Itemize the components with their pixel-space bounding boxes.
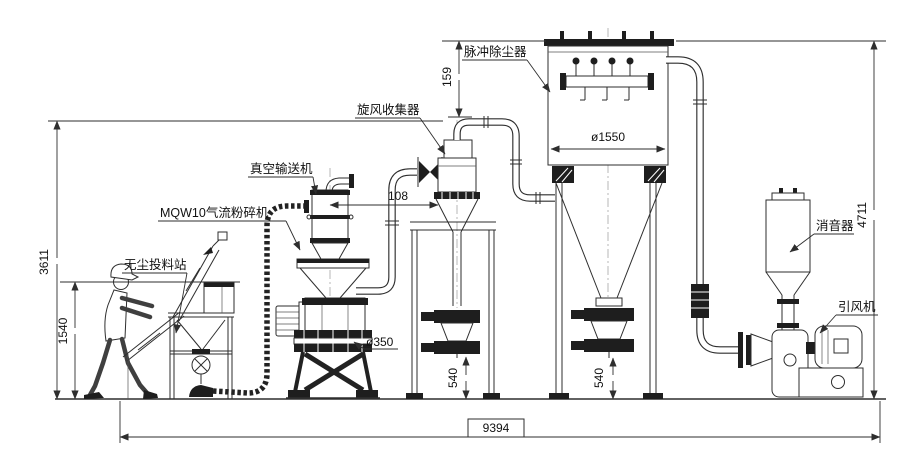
dim-4711: 4711 <box>855 40 878 400</box>
suction-hose <box>212 200 309 396</box>
svg-text:108: 108 <box>388 189 408 203</box>
svg-text:540: 540 <box>446 368 460 388</box>
label-cyclone: 旋风收集器 <box>355 102 446 155</box>
dim-540-cyclone: 540 <box>446 356 470 400</box>
label-cyclone-text: 旋风收集器 <box>357 102 420 117</box>
dim-159: 159 <box>440 40 463 118</box>
mill-to-cyclone-pipe <box>356 157 443 295</box>
cyclone-to-collector-pipe <box>453 116 555 204</box>
dim-1540: 1540 <box>56 281 79 400</box>
feeding-station-drawing <box>122 231 235 399</box>
dim-540-collector: 540 <box>592 357 617 400</box>
label-dust-collector-text: 脉冲除尘器 <box>464 44 527 59</box>
dim-108: 108 <box>329 189 439 209</box>
label-dust-collector: 脉冲除尘器 <box>462 44 551 93</box>
butterfly-valve <box>419 161 430 183</box>
svg-text:159: 159 <box>440 67 454 87</box>
label-vacuum-conveyor: 真空输送机 <box>248 161 319 195</box>
label-feeding-station: 无尘投料站 <box>122 257 188 334</box>
svg-text:4711: 4711 <box>855 202 869 228</box>
worker-cap <box>110 263 140 281</box>
labels: 无尘投料站 MQW10气流粉碎机 真空输送机 旋风收集器 脉冲除尘器 消音器 <box>122 44 878 334</box>
label-jet-mill-text: MQW10气流粉碎机 <box>160 205 269 220</box>
jet-mill-drawing <box>275 258 380 399</box>
svg-text:9394: 9394 <box>483 421 510 435</box>
worker-shoe <box>84 392 104 399</box>
label-muffler-text: 消音器 <box>816 218 854 233</box>
label-jet-mill: MQW10气流粉碎机 <box>158 205 301 251</box>
dimensions: 159 3611 1540 108 ø350 ø1 <box>37 40 886 443</box>
dim-d1550: ø1550 <box>550 130 666 153</box>
svg-text:ø350: ø350 <box>366 335 394 349</box>
dim-d350: ø350 <box>353 335 398 350</box>
collector-to-fan-pipe <box>666 56 740 354</box>
svg-text:1540: 1540 <box>56 317 70 344</box>
svg-text:ø1550: ø1550 <box>591 130 625 144</box>
label-feeding-station-text: 无尘投料站 <box>124 257 187 272</box>
vacuum-conveyor-drawing <box>306 174 354 260</box>
dim-3611: 3611 <box>37 120 61 400</box>
flex-coupling <box>691 284 709 318</box>
dust-collector-drawing <box>544 31 674 399</box>
cyclone-drawing <box>406 139 500 399</box>
worker-figure <box>84 263 158 399</box>
discharge-elbow <box>189 385 213 397</box>
fan-drawing <box>738 325 864 398</box>
worker-shoe <box>143 390 158 399</box>
fan-base <box>798 367 864 398</box>
label-muffler: 消音器 <box>789 218 854 253</box>
worker-torso <box>104 289 128 342</box>
label-fan-text: 引风机 <box>838 300 876 314</box>
label-fan: 引风机 <box>819 300 878 334</box>
svg-text:540: 540 <box>592 368 606 388</box>
muffler-drawing <box>765 188 811 330</box>
label-vacuum-conveyor-text: 真空输送机 <box>250 161 313 176</box>
dim-9394: 9394 <box>119 418 881 441</box>
svg-text:3611: 3611 <box>37 249 51 275</box>
pulse-valves <box>572 57 634 76</box>
